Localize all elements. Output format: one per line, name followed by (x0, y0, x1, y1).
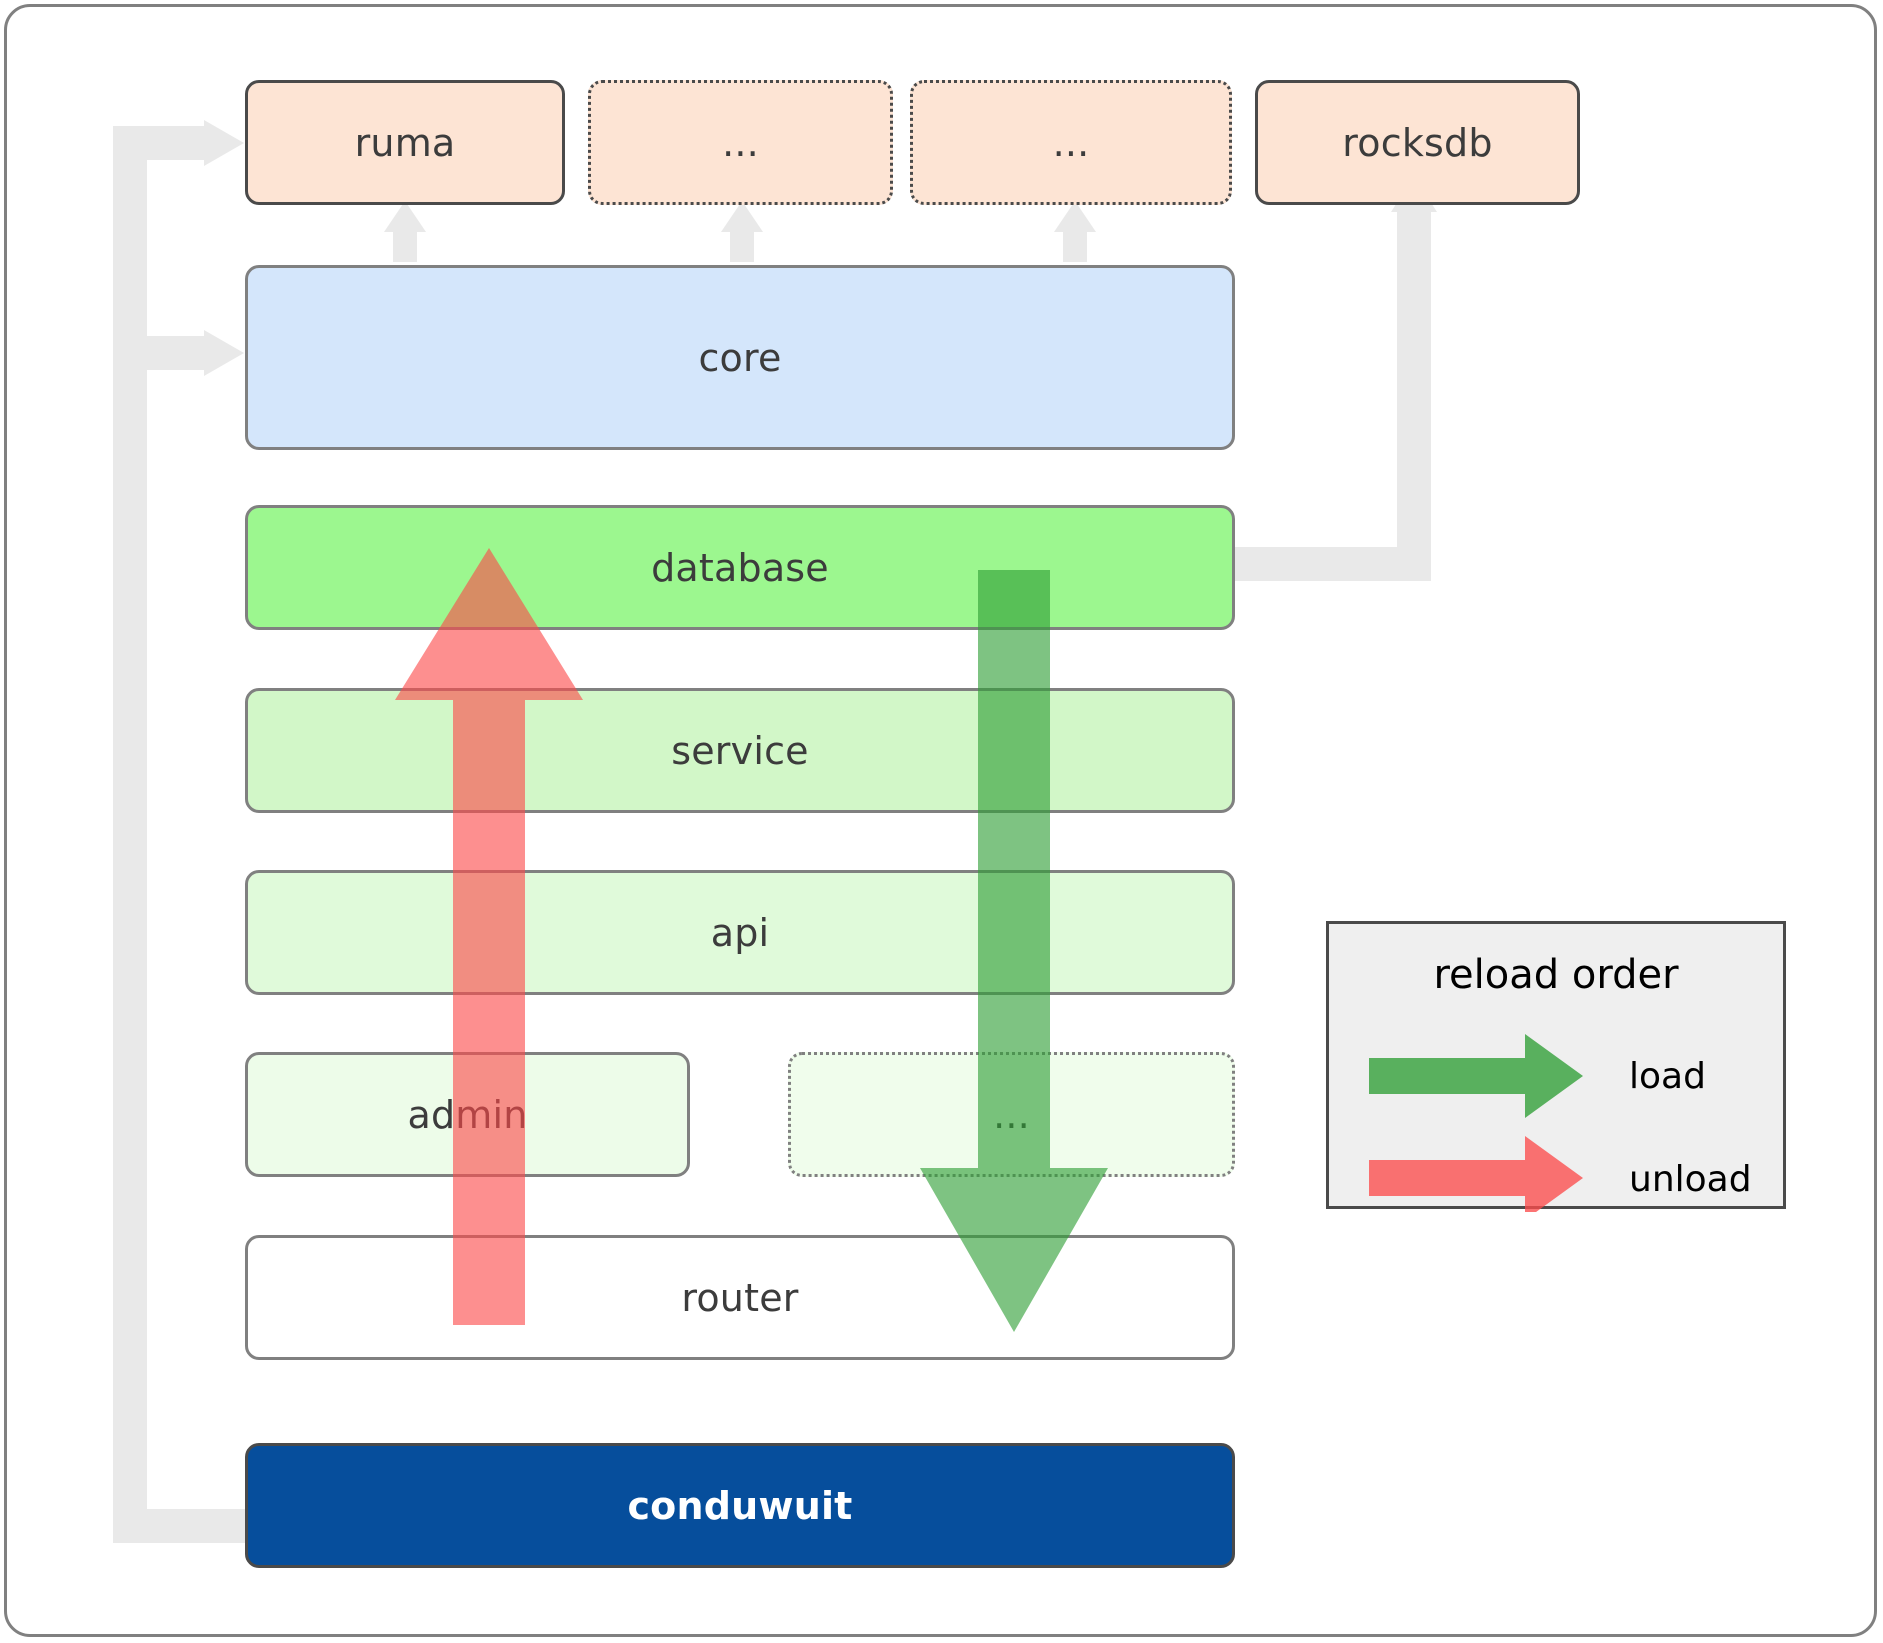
node-layer-more-label: ... (993, 1092, 1030, 1137)
node-core-label: core (698, 335, 782, 380)
node-external-more-1-label: ... (722, 120, 759, 165)
legend-label-load: load (1629, 1056, 1706, 1097)
legend-swatches (1369, 1034, 1583, 1212)
node-service-label: service (671, 728, 809, 773)
node-core[interactable]: core (245, 265, 1235, 450)
node-database-label: database (651, 545, 829, 590)
legend-label-unload: unload (1629, 1159, 1752, 1200)
legend-unload-swatch (1369, 1136, 1583, 1212)
node-rocksdb-label: rocksdb (1342, 120, 1493, 165)
node-ruma-label: ruma (354, 120, 456, 165)
node-api-label: api (710, 910, 770, 955)
legend-load-swatch (1369, 1034, 1583, 1118)
legend-panel: reload order load unload (1326, 921, 1786, 1212)
node-conduwuit-label: conduwuit (627, 1483, 853, 1528)
node-rocksdb[interactable]: rocksdb (1255, 80, 1580, 205)
node-api[interactable]: api (245, 870, 1235, 995)
node-service[interactable]: service (245, 688, 1235, 813)
node-admin[interactable]: admin (245, 1052, 690, 1177)
node-external-more-1[interactable]: ... (588, 80, 893, 205)
node-router[interactable]: router (245, 1235, 1235, 1360)
node-router-label: router (681, 1275, 799, 1320)
node-conduwuit[interactable]: conduwuit (245, 1443, 1235, 1568)
node-external-more-2[interactable]: ... (910, 80, 1232, 205)
node-layer-more[interactable]: ... (788, 1052, 1235, 1177)
node-database[interactable]: database (245, 505, 1235, 630)
node-external-more-2-label: ... (1052, 120, 1090, 165)
node-ruma[interactable]: ruma (245, 80, 565, 205)
legend-title: reload order (1433, 952, 1679, 998)
node-admin-label: admin (407, 1092, 528, 1137)
